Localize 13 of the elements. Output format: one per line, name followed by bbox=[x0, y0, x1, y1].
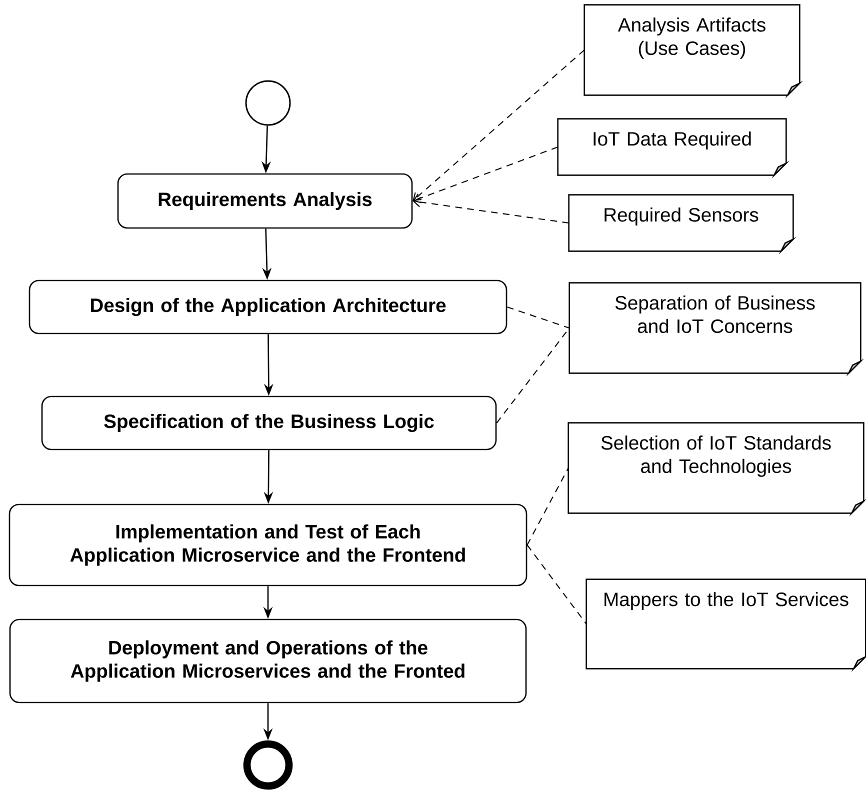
dashed-connector bbox=[526, 468, 569, 546]
start-circle bbox=[245, 80, 291, 126]
dashed-connector bbox=[412, 196, 569, 224]
dashed-connector bbox=[526, 544, 587, 624]
process-box: Requirements Analysis bbox=[117, 173, 413, 229]
dashed-connector bbox=[507, 306, 570, 328]
process-box: Design of the Application Architecture bbox=[28, 280, 508, 334]
process-box: Implementation and Test of Each Application Microservice and the Frontend bbox=[8, 504, 528, 586]
process-box: Specification of the Business Logic bbox=[41, 396, 497, 450]
process-box: Deployment and Operations of the Application Microservices and the Fronted bbox=[9, 618, 527, 704]
dashed-connector bbox=[412, 146, 558, 204]
end-circle bbox=[243, 740, 293, 790]
dashed-connector bbox=[412, 50, 585, 201]
